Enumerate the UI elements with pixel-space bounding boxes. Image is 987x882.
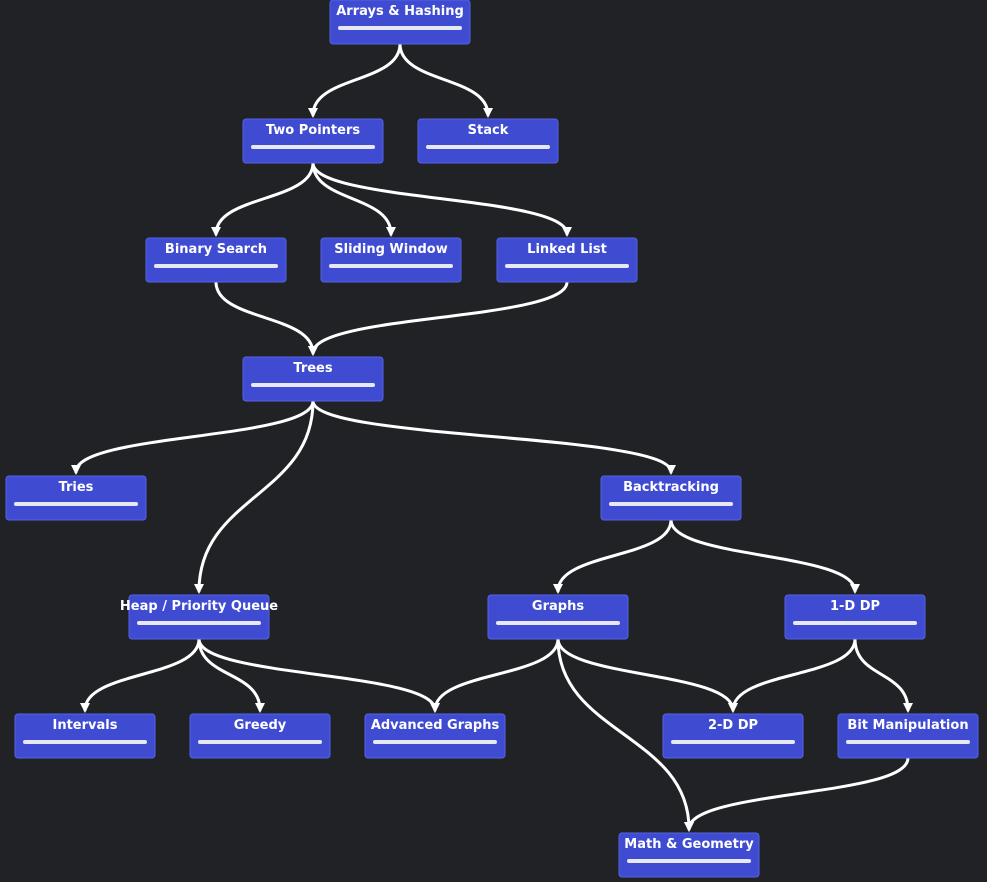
topic-node-label: Tries: [59, 480, 94, 495]
topic-node-2d-dp[interactable]: 2-D DP: [662, 713, 804, 759]
progress-bar-track: [627, 859, 751, 863]
topic-node-label: Two Pointers: [266, 123, 361, 138]
progress-bar-track: [338, 26, 462, 30]
topic-node-intervals[interactable]: Intervals: [14, 713, 156, 759]
edge-trees-to-heap-priority-queue: [194, 399, 315, 594]
topic-node-trees[interactable]: Trees: [242, 356, 384, 402]
topic-node-stack[interactable]: Stack: [417, 118, 559, 164]
topic-node-box: [320, 237, 462, 283]
progress-bar-track: [251, 145, 375, 149]
topic-node-label: Bit Manipulation: [847, 718, 968, 733]
topic-node-bit-manipulation[interactable]: Bit Manipulation: [837, 713, 979, 759]
edge-bit-manipulation-to-math-geometry: [684, 756, 910, 832]
edge-arrays-hashing-to-stack: [398, 42, 493, 118]
topic-node-box: [242, 118, 384, 164]
edge-trees-to-backtracking: [311, 399, 676, 475]
topic-node-box: [600, 475, 742, 521]
topic-node-heap-priority-queue[interactable]: Heap / Priority Queue: [120, 594, 278, 640]
topic-node-backtracking[interactable]: Backtracking: [600, 475, 742, 521]
edge-linked-list-to-trees: [308, 280, 569, 356]
topic-node-box: [364, 713, 506, 759]
progress-bar-track: [23, 740, 147, 744]
edge-trees-to-tries: [71, 399, 315, 475]
edge-1d-dp-to-bit-manipulation: [853, 637, 913, 713]
topic-node-box: [837, 713, 979, 759]
topic-node-label: Math & Geometry: [624, 837, 754, 852]
edge-backtracking-to-graphs: [553, 518, 673, 594]
topic-node-sliding-window[interactable]: Sliding Window: [320, 237, 462, 283]
topic-node-binary-search[interactable]: Binary Search: [145, 237, 287, 283]
progress-bar-track: [14, 502, 138, 506]
topic-node-arrays-hashing[interactable]: Arrays & Hashing: [329, 0, 471, 45]
topic-node-box: [662, 713, 804, 759]
topic-node-label: Linked List: [527, 242, 607, 257]
edge-heap-priority-queue-to-greedy: [197, 637, 265, 713]
edge-graphs-to-math-geometry: [556, 637, 694, 832]
edge-two-pointers-to-sliding-window: [311, 161, 396, 237]
progress-bar-track: [373, 740, 497, 744]
edge-heap-priority-queue-to-advanced-graphs: [197, 637, 440, 713]
topic-node-label: Backtracking: [623, 480, 719, 495]
topic-node-box: [242, 356, 384, 402]
topic-node-label: Binary Search: [165, 242, 267, 257]
topic-node-box: [417, 118, 559, 164]
edges-layer: [71, 42, 913, 832]
topic-node-label: Sliding Window: [334, 242, 447, 257]
edge-graphs-to-advanced-graphs: [430, 637, 560, 713]
progress-bar-track: [329, 264, 453, 268]
topic-node-label: Advanced Graphs: [371, 718, 500, 733]
topic-node-label: Greedy: [234, 718, 287, 733]
edge-arrays-hashing-to-two-pointers: [308, 42, 402, 118]
topic-node-box: [189, 713, 331, 759]
topic-node-tries[interactable]: Tries: [5, 475, 147, 521]
topic-node-label: Stack: [468, 123, 509, 138]
topic-node-label: Heap / Priority Queue: [120, 599, 278, 614]
topic-node-box: [784, 594, 926, 640]
progress-bar-track: [793, 621, 917, 625]
progress-bar-track: [846, 740, 970, 744]
topic-node-box: [329, 0, 471, 45]
edge-two-pointers-to-binary-search: [211, 161, 315, 237]
progress-bar-track: [505, 264, 629, 268]
progress-bar-track: [251, 383, 375, 387]
topic-node-box: [145, 237, 287, 283]
progress-bar-track: [198, 740, 322, 744]
topic-node-label: Trees: [293, 361, 332, 376]
progress-bar-track: [609, 502, 733, 506]
progress-bar-track: [426, 145, 550, 149]
topic-node-linked-list[interactable]: Linked List: [496, 237, 638, 283]
topic-node-advanced-graphs[interactable]: Advanced Graphs: [364, 713, 506, 759]
topic-node-greedy[interactable]: Greedy: [189, 713, 331, 759]
edge-1d-dp-to-2d-dp: [728, 637, 857, 713]
topic-node-graphs[interactable]: Graphs: [487, 594, 629, 640]
progress-bar-track: [671, 740, 795, 744]
edge-two-pointers-to-linked-list: [311, 161, 572, 237]
topic-node-math-geometry[interactable]: Math & Geometry: [618, 832, 760, 878]
progress-bar-track: [137, 621, 261, 625]
edge-heap-priority-queue-to-intervals: [80, 637, 201, 713]
topic-node-box: [5, 475, 147, 521]
topic-node-box: [618, 832, 760, 878]
progress-bar-track: [154, 264, 278, 268]
topic-node-box: [128, 594, 270, 640]
topic-node-label: 1-D DP: [830, 599, 880, 614]
topic-node-box: [14, 713, 156, 759]
topic-node-1d-dp[interactable]: 1-D DP: [784, 594, 926, 640]
topic-node-label: Graphs: [532, 599, 584, 614]
edge-graphs-to-2d-dp: [556, 637, 738, 713]
edge-binary-search-to-trees: [214, 280, 318, 356]
topic-node-label: Arrays & Hashing: [336, 4, 464, 19]
progress-bar-track: [496, 621, 620, 625]
topic-node-box: [487, 594, 629, 640]
topic-node-label: Intervals: [53, 718, 118, 733]
edge-backtracking-to-1d-dp: [669, 518, 860, 594]
topic-node-box: [496, 237, 638, 283]
topic-node-label: 2-D DP: [708, 718, 758, 733]
topic-node-two-pointers[interactable]: Two Pointers: [242, 118, 384, 164]
